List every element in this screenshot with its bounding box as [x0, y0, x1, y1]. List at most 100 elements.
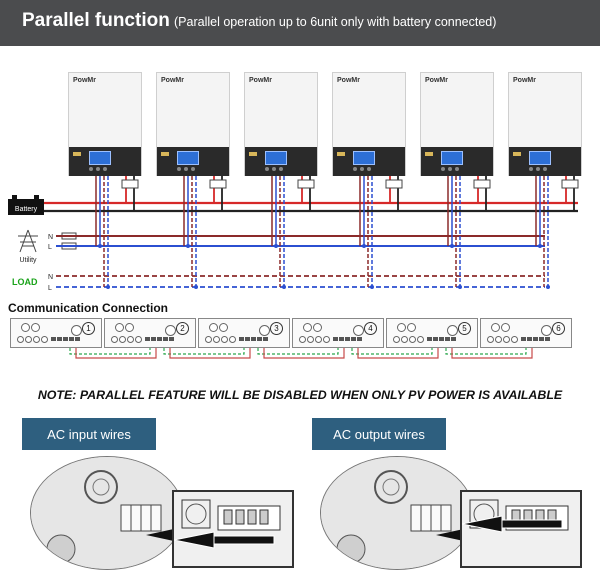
rj45-port-icon: [351, 337, 356, 341]
battery-icon: Battery: [8, 195, 44, 215]
rj45-port-icon: [163, 337, 168, 341]
port-icon: [303, 323, 312, 332]
junction-dot-icon: [370, 285, 374, 289]
panel-button-icon: [536, 167, 540, 171]
lcd-display-icon: [529, 151, 551, 165]
rj45-port-icon: [333, 337, 338, 341]
communication-cables: [69, 348, 533, 359]
panel-button-icon: [103, 167, 107, 171]
rj45-port-icon: [157, 337, 162, 341]
panel-button-icon: [89, 167, 93, 171]
inverter-control-panel: [245, 147, 317, 176]
inverter-control-panel: [69, 147, 141, 176]
inverter-unit: PowMr: [244, 72, 318, 176]
battery-breaker-icon: [121, 179, 139, 189]
port-icon: [25, 336, 32, 343]
port-icon: [115, 323, 124, 332]
rj45-port-icon: [51, 337, 56, 341]
unit-number: 3: [270, 322, 283, 335]
port-icon: [213, 336, 220, 343]
port-icon: [447, 325, 458, 336]
unit-number: 6: [552, 322, 565, 335]
comm-unit-board: 4: [292, 318, 384, 348]
port-icon: [17, 336, 24, 343]
inverter-brand-label: PowMr: [161, 77, 184, 84]
rj45-port-icon: [521, 337, 526, 341]
port-icon: [127, 336, 134, 343]
load-l-label: L: [48, 285, 52, 292]
port-icon: [401, 336, 408, 343]
header-bar: Parallel function (Parallel operation up…: [0, 0, 600, 46]
warning-label-icon: [513, 152, 521, 156]
battery-breaker-icon: [385, 179, 403, 189]
utility-pylon-icon: [18, 229, 38, 253]
comm-cable-red: [357, 348, 439, 359]
lcd-display-icon: [353, 151, 375, 165]
port-icon: [541, 325, 552, 336]
panel-button-icon: [543, 167, 547, 171]
panel-button-icon: [177, 167, 181, 171]
junction-dot-icon: [194, 285, 198, 289]
panel-button-icon: [367, 167, 371, 171]
inverter-control-panel: [421, 147, 493, 176]
port-icon: [165, 325, 176, 336]
load-n-label: N: [48, 274, 53, 281]
rj45-port-icon: [539, 337, 544, 341]
ac-output-caption: AC output wires: [312, 418, 446, 450]
battery-breaker-icon: [297, 179, 315, 189]
port-icon: [41, 336, 48, 343]
comm-cable-red: [169, 348, 251, 359]
panel-button-icon: [353, 167, 357, 171]
port-icon: [407, 323, 416, 332]
unit-number: 1: [82, 322, 95, 335]
warning-label-icon: [73, 152, 81, 156]
inverter-brand-label: PowMr: [249, 77, 272, 84]
port-icon: [299, 336, 306, 343]
rj45-port-icon: [169, 337, 174, 341]
inverter-brand-label: PowMr: [425, 77, 448, 84]
battery-breaker-icon: [473, 179, 491, 189]
ac-input-terminal-photo: [172, 490, 294, 568]
rj45-port-icon: [433, 337, 438, 341]
lcd-display-icon: [441, 151, 463, 165]
inverter-unit: PowMr: [420, 72, 494, 176]
comm-cable-green: [257, 348, 339, 355]
comm-unit-board: 6: [480, 318, 572, 348]
port-icon: [503, 336, 510, 343]
ac-input-caption: AC input wires: [22, 418, 156, 450]
panel-button-icon: [455, 167, 459, 171]
ac-output-closeup-photo: [320, 456, 474, 570]
comm-cable-green: [163, 348, 245, 355]
junction-dot-icon: [538, 244, 542, 248]
junction-dot-icon: [450, 244, 454, 248]
lcd-display-icon: [265, 151, 287, 165]
rj45-port-icon: [75, 337, 80, 341]
port-icon: [501, 323, 510, 332]
inverter-brand-label: PowMr: [73, 77, 96, 84]
port-icon: [71, 325, 82, 336]
comm-cable-red: [75, 348, 157, 359]
rj45-port-icon: [445, 337, 450, 341]
communication-title: Communication Connection: [8, 301, 168, 315]
port-icon: [205, 336, 212, 343]
port-icon: [229, 336, 236, 343]
load-label: LOAD: [12, 277, 38, 287]
comm-cable-green: [351, 348, 433, 355]
page-title: Parallel function: [22, 10, 170, 31]
panel-button-icon: [96, 167, 100, 171]
port-icon: [221, 336, 228, 343]
port-icon: [315, 336, 322, 343]
rj45-port-icon: [63, 337, 68, 341]
battery-label: Battery: [15, 206, 38, 213]
panel-button-icon: [191, 167, 195, 171]
rj45-port-icon: [151, 337, 156, 341]
ac-input-closeup-photo: [30, 456, 184, 570]
panel-button-icon: [272, 167, 276, 171]
junction-dot-icon: [106, 285, 110, 289]
rj45-port-icon: [145, 337, 150, 341]
junction-dot-icon: [458, 285, 462, 289]
rj45-port-icon: [57, 337, 62, 341]
utility-label: Utility: [19, 257, 37, 264]
battery-breaker-icon: [209, 179, 227, 189]
inverter-control-panel: [157, 147, 229, 176]
